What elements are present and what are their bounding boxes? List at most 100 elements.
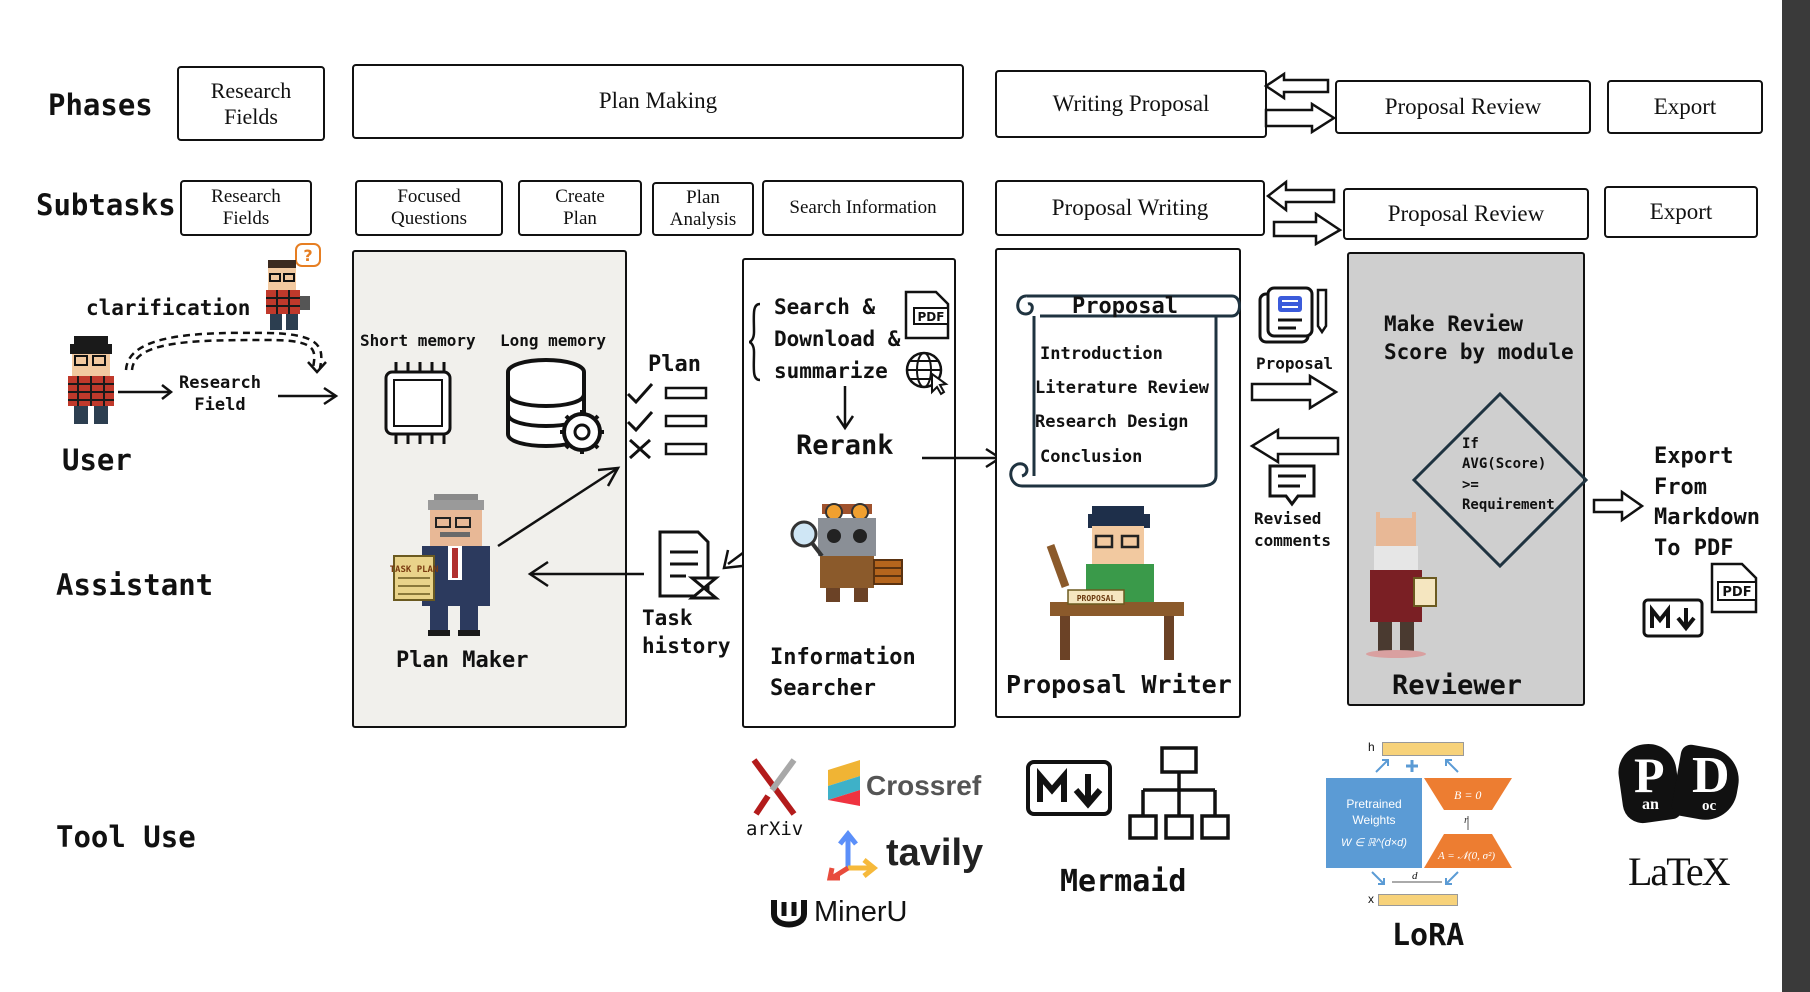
subtask-exchange-arrows	[1265, 179, 1343, 247]
plan-maker-label: Plan Maker	[396, 648, 529, 673]
subtask-proposal-writing: Proposal Writing	[995, 180, 1265, 236]
pandoc-oc-label: oc	[1702, 798, 1717, 814]
user-pixel-icon	[68, 336, 114, 424]
task-history-icon	[658, 530, 721, 600]
row-label-subtasks: Subtasks	[36, 188, 176, 222]
tavily-label: tavily	[886, 832, 984, 874]
export-instruction-text: Export From Markdown To PDF	[1654, 444, 1760, 561]
diamond-decision-icon	[1411, 391, 1589, 569]
pdf-file-icon: PDF	[904, 290, 950, 340]
crossref-label: Crossref	[866, 770, 982, 801]
plan-maker-character-icon: TASK PLAN	[390, 494, 490, 636]
comments-icon	[1268, 464, 1316, 507]
task-plan-note: TASK PLAN	[390, 565, 439, 575]
proposal-scroll	[1009, 294, 1241, 488]
writer-lane	[995, 248, 1241, 718]
export-arrow	[1592, 489, 1645, 523]
hierarchy-icon	[1128, 746, 1230, 840]
proposal-writer-character-icon: PROPOSAL	[1046, 506, 1184, 660]
lora-top-arrows	[1375, 759, 1459, 773]
mineru-logo-icon	[771, 900, 807, 928]
helper-pixel-icon: ?	[266, 243, 321, 330]
proposal-exchange-label: Proposal	[1256, 354, 1334, 373]
steps-brace	[748, 302, 761, 382]
pdf-export-label: PDF	[1722, 585, 1751, 600]
search-steps-text: Search & Download & summarize	[774, 295, 901, 383]
subtask-focused-questions: Focused Questions	[355, 180, 503, 236]
desk-proposal-note: PROPOSAL	[1077, 594, 1116, 603]
section-conclusion: Conclusion	[1040, 447, 1143, 467]
section-introduction: Introduction	[1040, 344, 1163, 364]
lora-h-label: h	[1368, 740, 1375, 754]
globe-cursor-icon	[905, 351, 949, 396]
mermaid-markdown-icon	[1026, 760, 1112, 816]
row-label-assistant: Assistant	[56, 568, 214, 602]
lora-r-label: r	[1464, 814, 1469, 826]
user-lane-arrows	[118, 331, 339, 406]
cpu-chip-icon	[384, 362, 452, 444]
robot-searcher-icon	[790, 503, 903, 602]
phase-export: Export	[1607, 80, 1763, 134]
task-history-label: Task history	[642, 606, 731, 659]
phase-plan-making: Plan Making	[352, 64, 964, 139]
lora-d-label: d	[1412, 870, 1418, 882]
row-label-user: User	[62, 443, 132, 477]
svg-text:?: ?	[303, 246, 312, 265]
clarification-label: clarification	[86, 296, 251, 320]
rerank-label: Rerank	[796, 430, 894, 461]
lora-x-bar	[1378, 894, 1458, 906]
subtask-search-information: Search Information	[762, 180, 964, 236]
proposal-writer-label: Proposal Writer	[1006, 670, 1232, 699]
row-label-phases: Phases	[48, 88, 153, 122]
revised-comments-label: Revised comments	[1254, 509, 1332, 550]
row-label-tool-use: Tool Use	[56, 820, 196, 854]
plan-maker-lane	[352, 250, 627, 728]
proposal-document-icon	[1258, 286, 1328, 344]
database-gear-icon	[506, 358, 604, 454]
review-task-text: Make Review Score by module	[1384, 312, 1574, 365]
review-condition-text: If AVG(Score) >= Requirement	[1462, 436, 1555, 513]
proposal-scroll-title: Proposal	[1072, 294, 1178, 319]
lora-weight-eq: W ∈ ℝ^(d×d)	[1341, 837, 1407, 850]
lora-bottom-arrows	[1371, 871, 1459, 885]
subtask-research-fields: Research Fields	[180, 180, 312, 236]
lora-label: LoRA	[1392, 918, 1465, 953]
section-literature-review: Literature Review	[1035, 378, 1209, 398]
checklist-icon	[626, 383, 708, 460]
summarize-to-rerank-arrow	[835, 386, 855, 431]
lora-x-label: x	[1368, 892, 1374, 906]
arxiv-label: arXiv	[746, 818, 804, 840]
subtask-create-plan: Create Plan	[518, 180, 642, 236]
phase-proposal-review: Proposal Review	[1335, 80, 1591, 134]
information-searcher-label: Information Searcher	[770, 645, 916, 702]
plan-maker-to-plan-arrow	[497, 466, 621, 548]
reviewer-label: Reviewer	[1392, 670, 1523, 701]
subtask-export: Export	[1604, 186, 1758, 238]
markdown-icon	[1642, 598, 1704, 638]
lora-pretrained-block: Pretrained Weights W ∈ ℝ^(d×d)	[1326, 778, 1422, 868]
research-field-label: Research Field	[179, 373, 261, 416]
mineru-label: MinerU	[814, 896, 908, 928]
rerank-to-writer-arrow	[922, 447, 1003, 469]
long-memory-label: Long memory	[500, 331, 606, 350]
mermaid-label: Mermaid	[1060, 864, 1187, 899]
tavily-logo-icon	[826, 829, 879, 881]
pdf-file-label: PDF	[918, 310, 945, 324]
lora-b-label: B = 0	[1454, 788, 1482, 802]
pandoc-an-label: an	[1642, 796, 1659, 813]
exchange-arrows	[1249, 373, 1340, 465]
pandoc-p-label: P	[1634, 747, 1665, 803]
pandoc-logo: P an D oc	[1614, 740, 1744, 828]
lora-a-label: A = 𝒩(0, σ²)	[1438, 850, 1496, 862]
reviewer-character-icon	[1366, 510, 1437, 658]
crossref-logo	[828, 760, 860, 806]
short-memory-label: Short memory	[360, 331, 476, 350]
lora-h-bar	[1382, 742, 1464, 756]
subtask-plan-analysis: Plan Analysis	[652, 182, 754, 236]
pdf-export-icon: PDF	[1710, 562, 1758, 614]
latex-logo: LaTeX	[1628, 849, 1730, 894]
phase-research-fields: Research Fields	[177, 66, 325, 141]
arxiv-logo	[751, 758, 797, 816]
lora-pretrained-label: Pretrained Weights	[1346, 796, 1402, 827]
section-research-design: Research Design	[1035, 412, 1189, 432]
